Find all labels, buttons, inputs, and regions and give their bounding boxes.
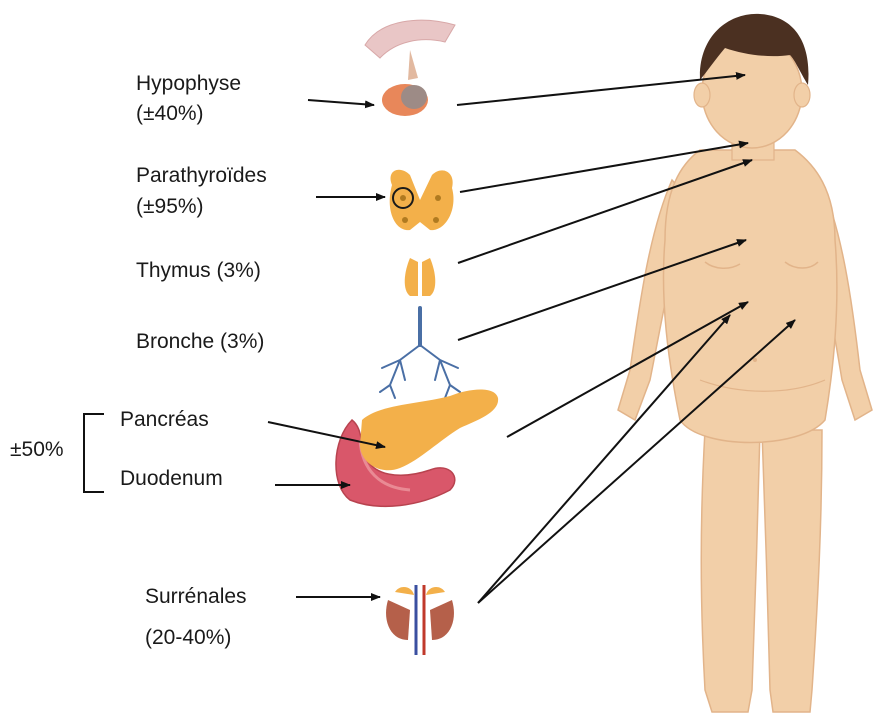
child-body-figure xyxy=(618,14,872,712)
label-surrenales-percent: (20-40%) xyxy=(145,624,231,652)
label-surrenales: Surrénales xyxy=(145,583,247,611)
pituitary-icon xyxy=(365,20,455,116)
label-parathyroides-percent: (±95%) xyxy=(136,193,204,221)
pancreas-duodenum-icon xyxy=(336,390,498,507)
bronchi-icon xyxy=(380,308,460,398)
thymus-icon xyxy=(405,258,436,296)
label-group-percent: ±50% xyxy=(10,436,64,464)
label-bronche: Bronche (3%) xyxy=(136,328,264,356)
group-bracket xyxy=(84,414,104,492)
label-hypophyse-percent: (±40%) xyxy=(136,100,204,128)
label-duodenum: Duodenum xyxy=(120,465,223,493)
label-arrows xyxy=(268,100,385,597)
label-parathyroides: Parathyroïdes xyxy=(136,162,267,190)
label-hypophyse: Hypophyse xyxy=(136,70,241,98)
parathyroid-icon xyxy=(390,170,454,230)
label-thymus: Thymus (3%) xyxy=(136,257,261,285)
label-pancreas: Pancréas xyxy=(120,406,209,434)
arrow-hypophyse-label xyxy=(308,100,374,105)
arrow-adrenal-to-abdomen-left xyxy=(478,315,730,603)
adrenal-kidney-icon xyxy=(386,585,454,655)
